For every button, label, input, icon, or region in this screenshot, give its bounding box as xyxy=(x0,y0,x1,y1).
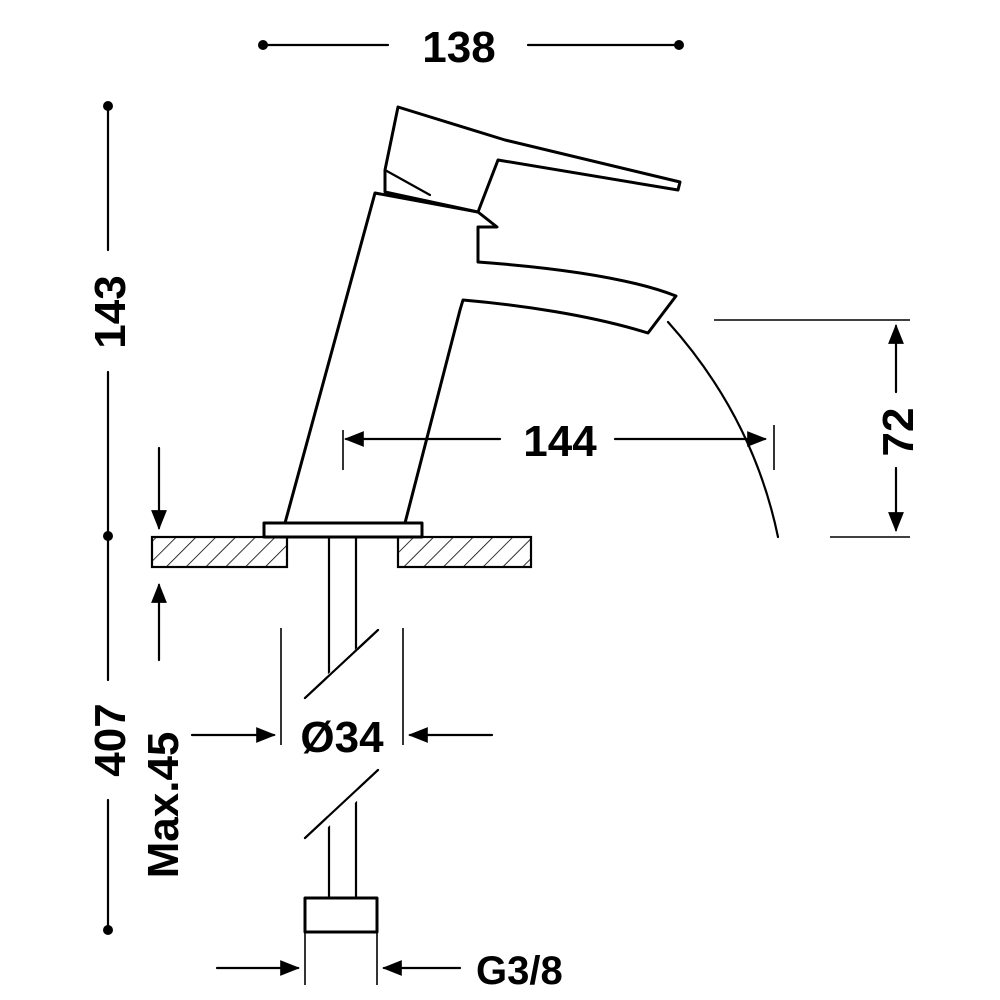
countertop xyxy=(150,535,533,569)
dimension-label-max: Max.45 xyxy=(139,732,188,879)
dimension-label-reach: 144 xyxy=(523,417,597,466)
faucet-body xyxy=(262,105,682,539)
hose-connector xyxy=(303,896,379,934)
dimension-height-body: 143 xyxy=(86,101,135,541)
dimension-width-top: 138 xyxy=(258,23,684,72)
dimension-label-width: 138 xyxy=(422,23,495,72)
dimension-max-thickness: Max.45 xyxy=(139,446,188,879)
dimension-hole-diameter: Ø34 xyxy=(190,628,494,762)
dimension-spout-height: 72 xyxy=(714,319,923,538)
dimension-label-height: 143 xyxy=(86,275,135,348)
dimension-hose-length: 407 xyxy=(86,534,135,935)
handle-lever xyxy=(383,105,682,214)
dimension-spout-reach: 144 xyxy=(342,417,775,470)
dimension-label-hose: 407 xyxy=(86,703,135,776)
spout xyxy=(283,191,678,525)
dimension-label-spout-height: 72 xyxy=(874,408,923,457)
base-plate xyxy=(262,521,424,539)
dimension-connection: G3/8 xyxy=(215,932,563,993)
dimension-label-diameter: Ø34 xyxy=(300,713,384,762)
water-stream xyxy=(666,320,780,539)
dimension-label-connection: G3/8 xyxy=(476,949,563,993)
